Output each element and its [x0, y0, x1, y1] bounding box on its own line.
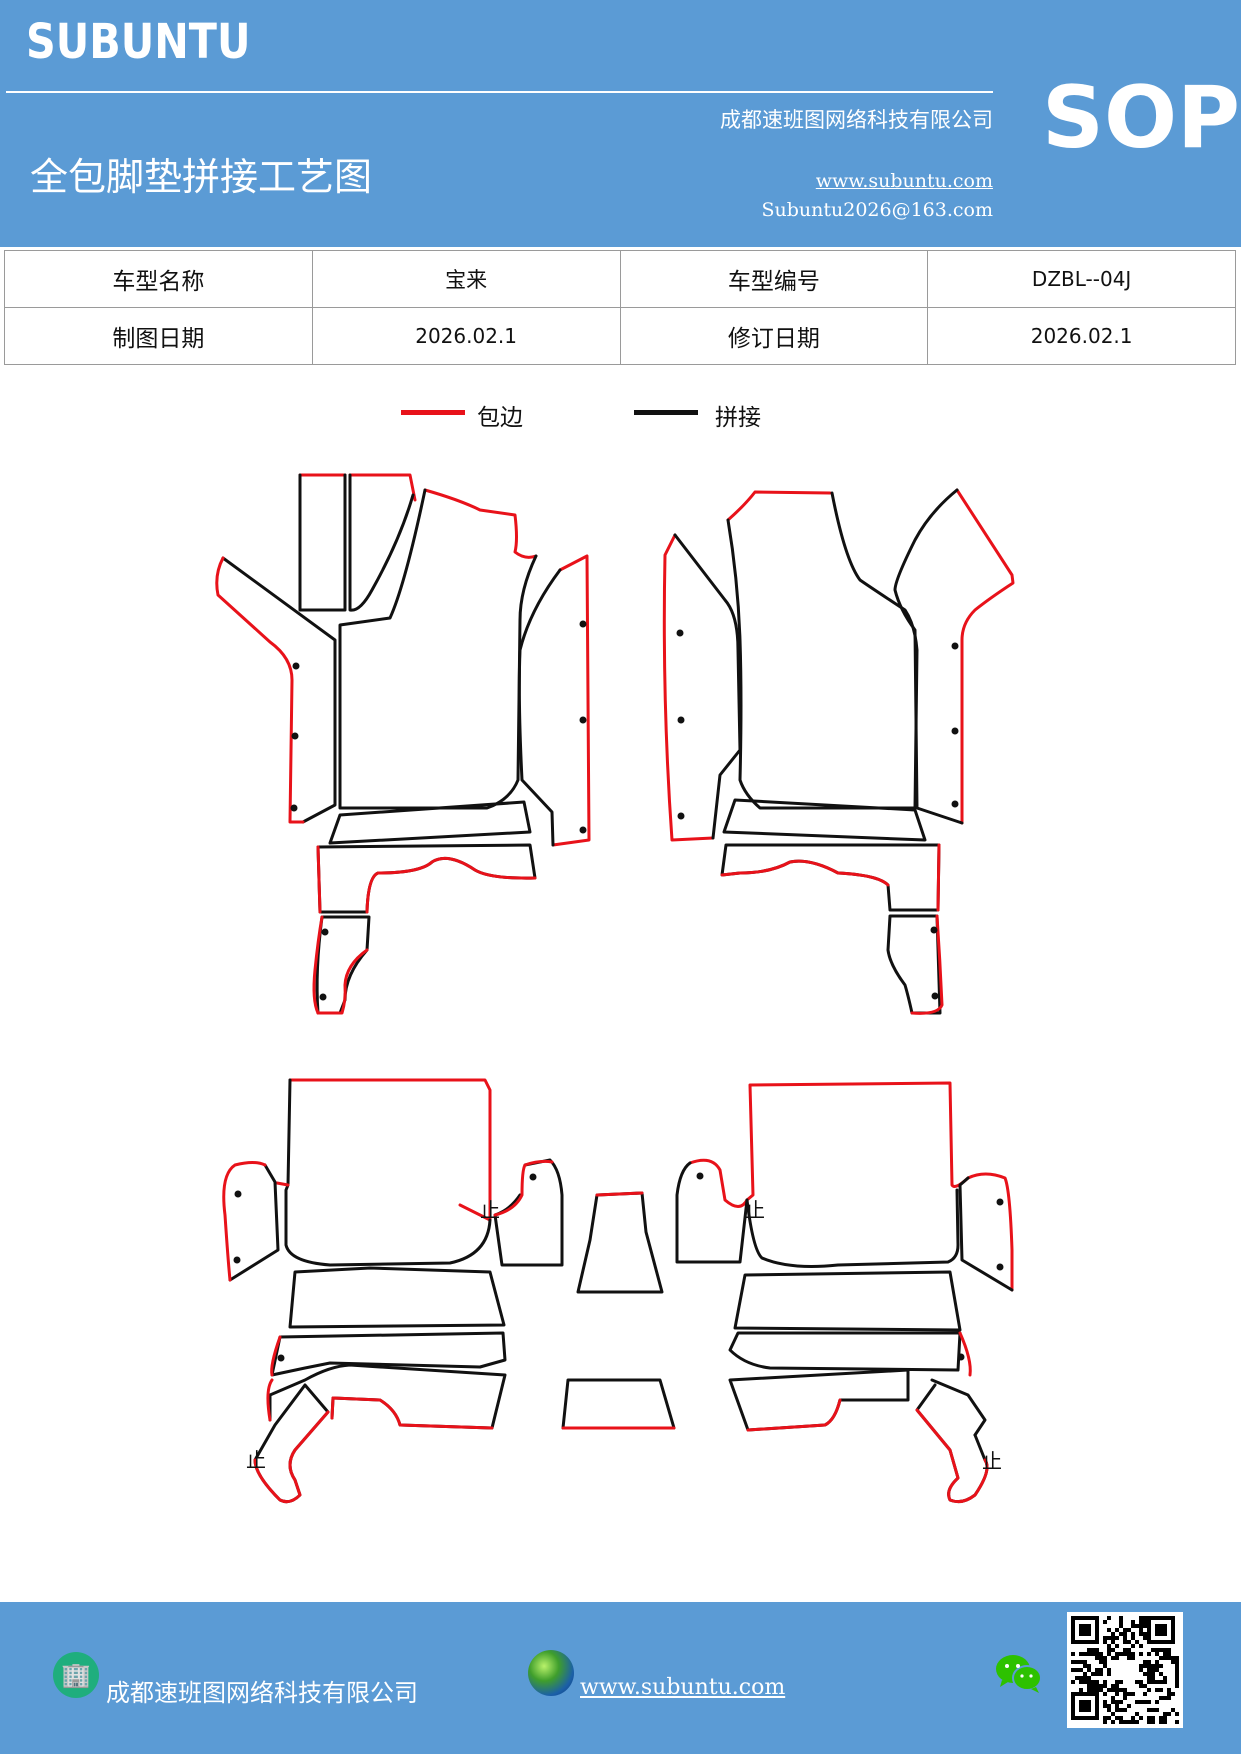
rivet-dot — [233, 1256, 241, 1264]
rivet-dot — [931, 992, 939, 1000]
rivet-dot — [996, 1198, 1004, 1206]
drawing-date-label: 制图日期 — [4, 307, 313, 365]
email-address: Subuntu2026@163.com — [761, 199, 993, 221]
drawing-date-value: 2026.02.1 — [311, 307, 621, 365]
qr-code — [1067, 1612, 1183, 1728]
edge-legend-label: 包边 — [477, 405, 523, 431]
page-title: 全包脚垫拼接工艺图 — [30, 155, 373, 199]
stop-mark: 止 — [480, 1198, 500, 1222]
model-code-label: 车型编号 — [619, 250, 929, 308]
header-divider — [6, 91, 993, 93]
table-row: 车型名称 宝来 车型编号 DZBL--04J — [4, 250, 1236, 308]
rivet-dot — [930, 926, 938, 934]
seam-legend-label: 拼接 — [715, 405, 761, 431]
rear-right-mat — [675, 1081, 1014, 1504]
stop-mark: 止 — [246, 1448, 266, 1472]
rivet-dot — [291, 732, 299, 740]
rivet-dot — [290, 804, 298, 812]
website-link[interactable]: www.subuntu.com — [815, 170, 993, 192]
rivet-dot — [677, 812, 685, 820]
rivet-dot — [951, 727, 959, 735]
model-code-value: DZBL--04J — [927, 250, 1236, 308]
rivet-dots — [233, 620, 1004, 1362]
rivet-dot — [292, 662, 300, 670]
revision-date-value: 2026.02.1 — [927, 307, 1236, 365]
company-name: 成都速班图网络科技有限公司 — [720, 108, 993, 132]
edge-legend-swatch — [401, 410, 465, 415]
rivet-dot — [996, 1263, 1004, 1271]
rivet-dot — [951, 800, 959, 808]
rivet-dot — [677, 716, 685, 724]
rivet-dot — [579, 716, 587, 724]
building-icon: 🏢 — [53, 1652, 99, 1698]
stop-mark: 止 — [982, 1449, 1002, 1473]
vehicle-info-table: 车型名称 宝来 车型编号 DZBL--04J 制图日期 2026.02.1 修订… — [4, 250, 1236, 365]
model-name-label: 车型名称 — [4, 250, 313, 308]
footer-website-link[interactable]: www.subuntu.com — [580, 1675, 786, 1700]
mat-pattern-drawing: 止 止 止 止 — [215, 473, 1015, 1504]
rivet-dot — [696, 1172, 704, 1180]
footer-bar: 🏢 成都速班图网络科技有限公司 www.subuntu.com — [0, 1602, 1241, 1754]
rivet-dot — [321, 928, 329, 936]
revision-date-label: 修订日期 — [619, 307, 929, 365]
table-row: 制图日期 2026.02.1 修订日期 2026.02.1 — [4, 307, 1236, 365]
model-name-value: 宝来 — [311, 250, 621, 308]
qr-code-pattern — [1071, 1616, 1179, 1724]
rivet-dot — [234, 1190, 242, 1198]
front-left-mat — [215, 473, 591, 1015]
footer-company-name: 成都速班图网络科技有限公司 — [106, 1679, 418, 1707]
rivet-dot — [319, 993, 327, 1001]
seam-legend-swatch — [634, 410, 698, 415]
front-right-mat — [662, 488, 1015, 1015]
rivet-dot — [529, 1173, 537, 1181]
rear-left-mat — [222, 1078, 676, 1504]
rivet-dot — [579, 826, 587, 834]
wechat-icon — [996, 1655, 1042, 1693]
rivet-dot — [957, 1353, 965, 1361]
sop-badge: SOP — [1042, 68, 1241, 168]
rivet-dot — [951, 642, 959, 650]
rivet-dot — [277, 1354, 285, 1362]
stop-marks: 止 止 止 止 — [246, 1198, 1002, 1473]
header-banner: SUBUNTU 成都速班图网络科技有限公司 SOP 全包脚垫拼接工艺图 www.… — [0, 0, 1241, 247]
globe-icon — [528, 1650, 574, 1696]
brand-logo: SUBUNTU — [26, 14, 251, 70]
legend: 包边 拼接 — [0, 398, 1241, 438]
stop-mark: 止 — [745, 1198, 765, 1222]
rivet-dot — [579, 620, 587, 628]
rivet-dot — [676, 629, 684, 637]
